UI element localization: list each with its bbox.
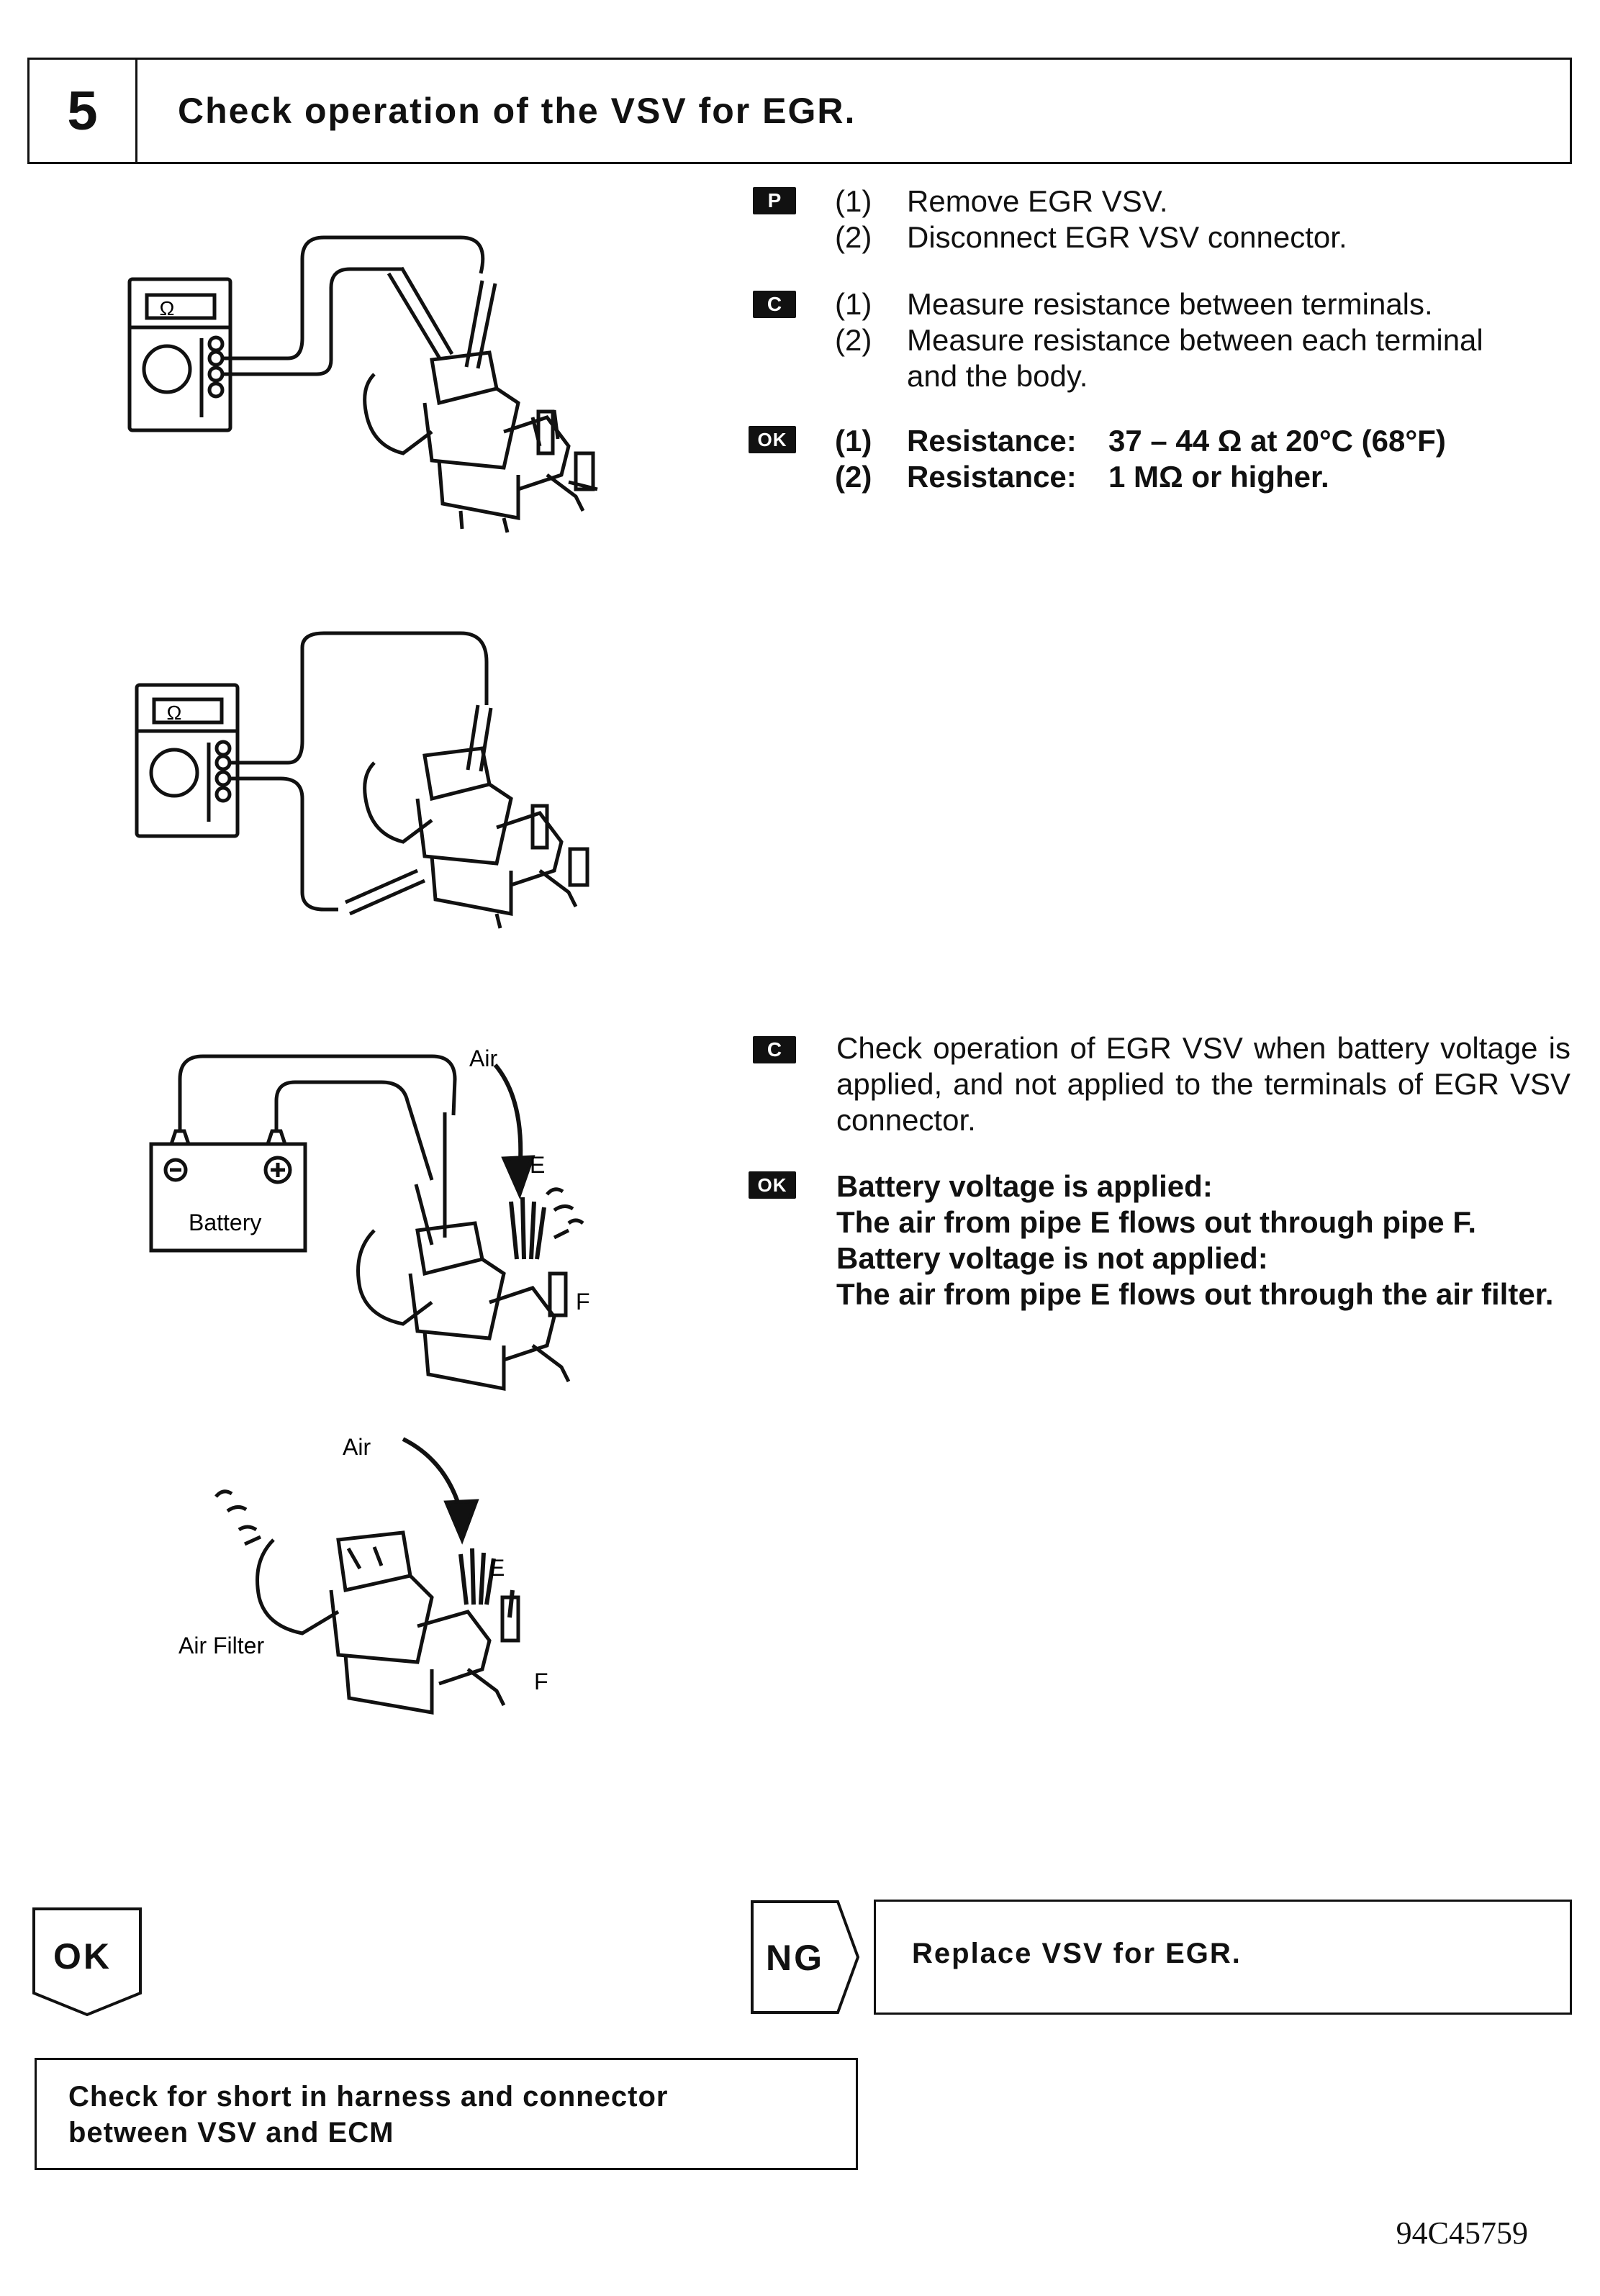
check-badge-1: C	[753, 291, 796, 318]
air-label-1: Air	[469, 1045, 497, 1071]
ng-action-text: Replace VSV for EGR.	[912, 1938, 1242, 1969]
check-badge-2: C	[753, 1036, 796, 1063]
air-label-2: Air	[343, 1434, 371, 1460]
document-id: 94C45759	[1396, 2215, 1528, 2251]
prep-badge: P	[753, 187, 796, 214]
check-operation-text: Check operation of EGR VSV when battery …	[836, 1031, 1570, 1137]
figure-ohmmeter-terminals: Ω	[127, 235, 598, 533]
ng-label: NG	[766, 1938, 824, 1978]
step-number: 5	[30, 60, 137, 162]
figure-battery-applied: Battery Air E F	[149, 1045, 590, 1392]
ok-label: OK	[53, 1936, 112, 1977]
ok-badge-2: OK	[749, 1171, 796, 1199]
air-filter-label: Air Filter	[178, 1633, 264, 1659]
ohm-label-1: Ω	[160, 297, 175, 319]
pipe-e-label-2: E	[489, 1555, 505, 1581]
ok-action-line-1: Check for short in harness and connector	[68, 2081, 669, 2113]
ng-tab	[751, 1900, 860, 2014]
ok-action-box: Check for short in harness and connector…	[35, 2058, 858, 2170]
pipe-f-label-2: F	[534, 1669, 548, 1694]
figure-battery-not-applied: Air E F Air Filter	[178, 1434, 548, 1715]
ohm-label-2: Ω	[167, 702, 182, 724]
battery-label: Battery	[189, 1210, 261, 1235]
ok-result-text: Battery voltage is applied: The air from…	[836, 1169, 1554, 1311]
pipe-e-label-1: E	[530, 1152, 545, 1178]
ok-badge-1: OK	[749, 426, 796, 453]
ng-action-box: Replace VSV for EGR.	[874, 1900, 1572, 2015]
pipe-f-label-1: F	[576, 1289, 590, 1315]
figure-ohmmeter-body: Ω	[135, 631, 589, 929]
step-title: Check operation of the VSV for EGR.	[178, 91, 857, 131]
step-header: 5 Check operation of the VSV for EGR.	[27, 58, 1572, 164]
ok-tab	[32, 1907, 142, 2017]
ok-action-line-2: between VSV and ECM	[68, 2117, 394, 2148]
